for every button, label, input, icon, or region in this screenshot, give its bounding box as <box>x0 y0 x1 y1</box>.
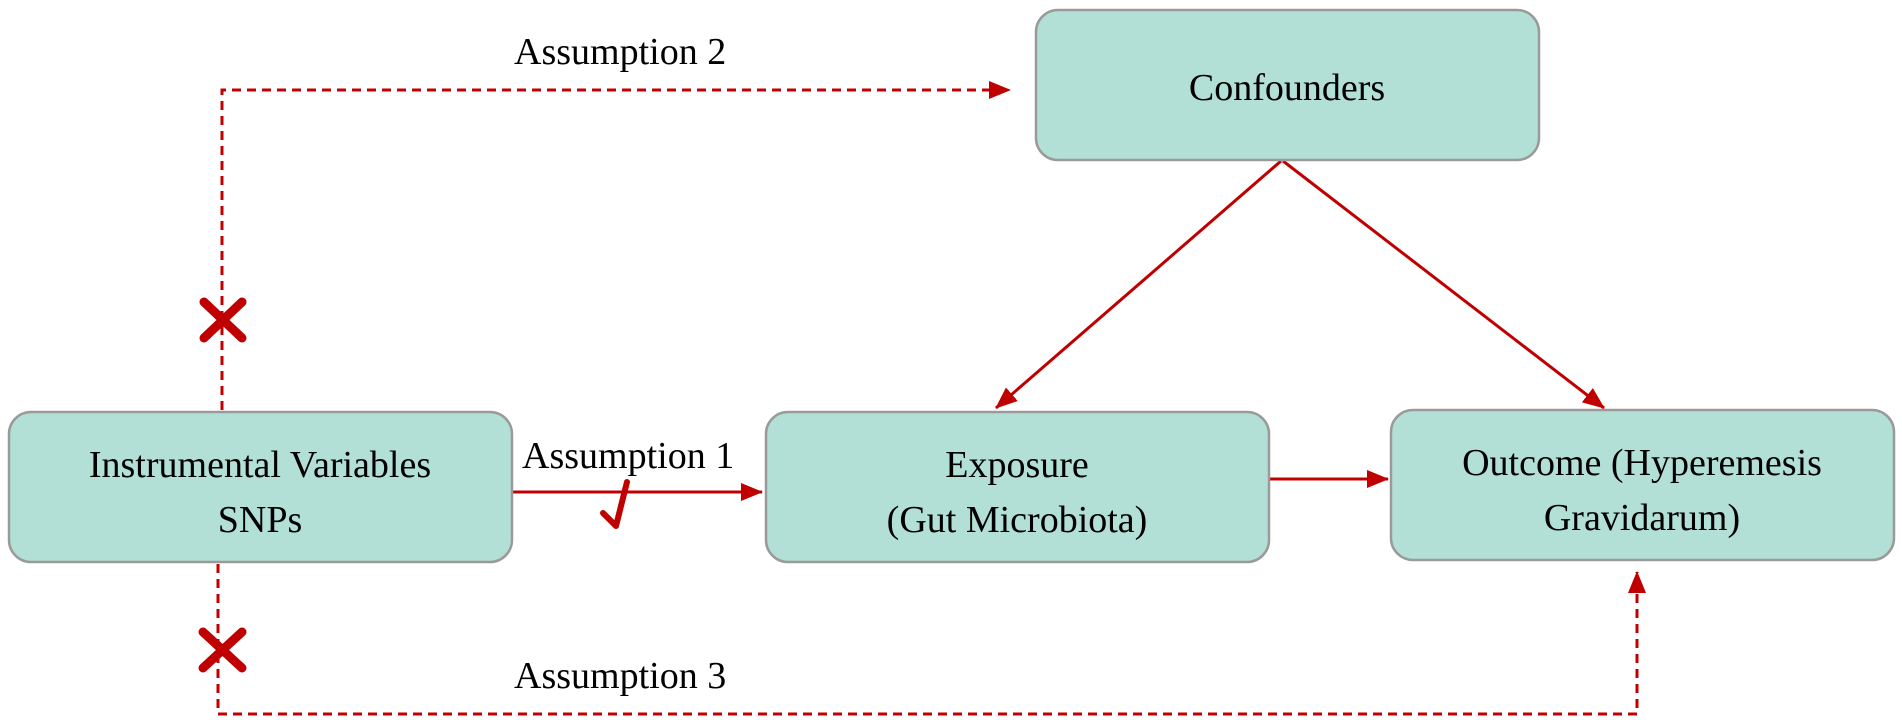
node-outcome-line2: Gravidarum) <box>1544 497 1740 539</box>
node-exposure-line2: (Gut Microbiota) <box>887 499 1148 541</box>
node-instrumental-variables: Instrumental Variables SNPs <box>7 410 514 564</box>
label-assumption2: Assumption 2 <box>514 31 726 73</box>
node-instrumental-variables-line1: Instrumental Variables <box>89 444 431 486</box>
edge-assumption2 <box>220 81 1011 410</box>
label-assumption3: Assumption 3 <box>514 655 726 697</box>
node-outcome: Outcome (Hyperemesis Gravidarum) <box>1389 408 1896 562</box>
cross-icon <box>199 297 247 343</box>
edge-confounders-outcome <box>1282 159 1605 410</box>
edge-confounders-exposure <box>995 159 1282 410</box>
cross-icon <box>198 627 247 673</box>
node-confounders: Confounders <box>1034 8 1541 162</box>
check-icon <box>600 479 630 529</box>
node-outcome-line1: Outcome (Hyperemesis <box>1462 442 1822 484</box>
label-assumption1: Assumption 1 <box>522 435 734 477</box>
node-exposure: Exposure (Gut Microbiota) <box>764 410 1271 564</box>
node-instrumental-variables-line2: SNPs <box>218 499 303 541</box>
node-exposure-line1: Exposure <box>945 444 1089 486</box>
node-confounders-label: Confounders <box>1189 67 1385 109</box>
edge-assumption3 <box>216 564 1646 716</box>
